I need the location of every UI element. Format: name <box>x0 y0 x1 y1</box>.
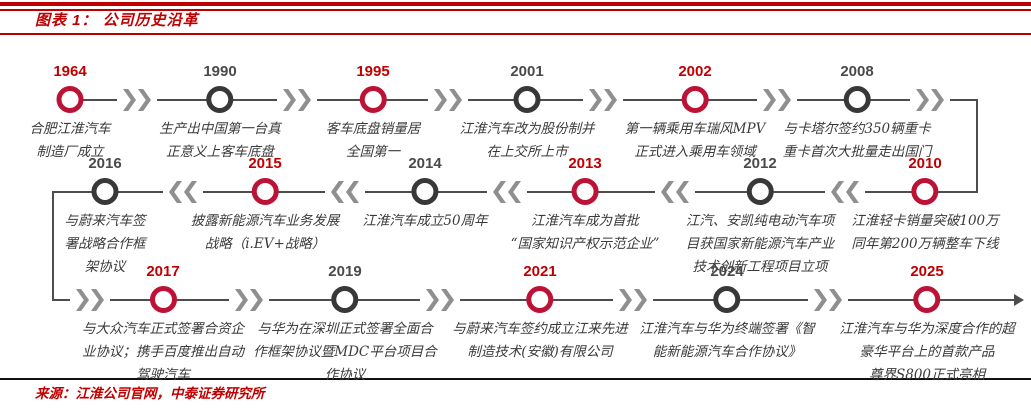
double-chevron-right-icon <box>583 87 623 113</box>
milestone-dot-icon <box>513 86 541 113</box>
event-year: 2010 <box>908 155 942 172</box>
footer-rule <box>0 378 1031 380</box>
event-2014: 2014 江淮汽车成立50周年 <box>362 154 487 233</box>
event-1990: 1990 生产出中国第一台真 正意义上客车底盘 <box>159 62 281 164</box>
double-chevron-right-icon <box>757 87 797 113</box>
event-desc: 与大众汽车正式签署合资企 业协议；携手百度推出自动 驾驶汽车 <box>82 321 244 383</box>
top-rule-thin <box>0 9 1031 11</box>
milestone-dot-icon <box>149 286 177 313</box>
milestone-dot-icon <box>331 286 359 313</box>
event-2008: 2008 与卡塔尔签约350辆重卡 重卡首次大批量走出国门 <box>783 62 932 164</box>
timeline-end-arrow-icon <box>1014 294 1024 306</box>
milestone-dot-icon <box>526 286 554 313</box>
event-desc: 与蔚来汽车签约成立江来先进 制造技术(安徽)有限公司 <box>452 321 628 360</box>
milestone-dot-icon <box>56 86 84 113</box>
milestone-dot-icon <box>913 286 941 313</box>
milestone-dot-icon <box>251 178 279 205</box>
event-2024: 2024 江淮汽车与华为终端签署《智 能新能源汽车合作协议》 <box>639 262 815 364</box>
source-note: 来源：江淮公司官网，中泰证券研究所 <box>35 386 265 401</box>
event-2015: 2015 披露新能源汽车业务发展 战略（i.EV+战略） <box>191 154 340 256</box>
double-chevron-right-icon <box>229 287 269 313</box>
milestone-dot-icon <box>206 86 234 113</box>
connector-left-vertical <box>52 192 54 301</box>
event-year: 2001 <box>510 63 544 80</box>
double-chevron-right-icon <box>613 287 653 313</box>
event-2010: 2010 江淮轻卡销量突破100万 同年第200万辆整车下线 <box>851 154 998 256</box>
event-year: 2002 <box>678 63 712 80</box>
double-chevron-right-icon <box>117 87 157 113</box>
event-desc: 江淮汽车改为股份制并 在上交所上市 <box>459 121 595 160</box>
milestone-dot-icon <box>746 178 774 205</box>
event-year: 2014 <box>408 155 442 172</box>
event-desc: 第一辆乘用车瑞风MPV 正式进入乘用车领域 <box>624 121 766 160</box>
milestone-dot-icon <box>91 178 119 205</box>
title-underline-rule <box>0 33 1031 35</box>
event-2012: 2012 江汽、安凯纯电动汽车项 目获国家新能源汽车产业 技术创新工程项目立项 <box>686 154 835 279</box>
event-2016: 2016 与蔚来汽车签 署战略合作框 架协议 <box>65 154 146 279</box>
event-2021: 2021 与蔚来汽车签约成立江来先进 制造技术(安徽)有限公司 <box>452 262 628 364</box>
event-desc: 与华为在深圳正式签署全面合 作框架协议暨MDC平台项目合 作协议 <box>253 321 437 383</box>
connector-right-vertical <box>976 100 978 193</box>
event-desc: 生产出中国第一台真 正意义上客车底盘 <box>159 121 281 160</box>
double-chevron-right-icon <box>910 87 950 113</box>
event-2002: 2002 第一辆乘用车瑞风MPV 正式进入乘用车领域 <box>625 62 766 164</box>
milestone-dot-icon <box>843 86 871 113</box>
event-2001: 2001 江淮汽车改为股份制并 在上交所上市 <box>460 62 595 164</box>
event-year: 2021 <box>523 263 557 280</box>
double-chevron-right-icon <box>808 287 848 313</box>
event-year: 2024 <box>710 263 744 280</box>
event-desc: 与蔚来汽车签 署战略合作框 架协议 <box>64 213 146 275</box>
event-year: 2013 <box>568 155 602 172</box>
event-year: 2025 <box>910 263 944 280</box>
event-desc: 江汽、安凯纯电动汽车项 目获国家新能源汽车产业 技术创新工程项目立项 <box>685 213 835 275</box>
event-desc: 江淮汽车成立50周年 <box>362 213 488 229</box>
top-rule-thick <box>0 2 1031 6</box>
double-chevron-right-icon <box>420 287 460 313</box>
milestone-dot-icon <box>359 86 387 113</box>
event-year: 2019 <box>328 263 362 280</box>
event-year: 2008 <box>840 63 874 80</box>
figure-title: 图表 1： 公司历史沿革 <box>35 12 199 29</box>
double-chevron-right-icon <box>277 87 317 113</box>
event-desc: 江淮汽车成为首批 “国家知识产权示范企业” <box>510 213 660 252</box>
milestone-dot-icon <box>571 178 599 205</box>
event-year: 1964 <box>53 63 87 80</box>
milestone-dot-icon <box>713 286 741 313</box>
event-desc: 江淮汽车与华为深度合作的超 豪华平台上的首款产品 尊界S800正式亮相 <box>839 321 1015 383</box>
event-2013: 2013 江淮汽车成为首批 “国家知识产权示范企业” <box>511 154 660 256</box>
event-desc: 江淮汽车与华为终端签署《智 能新能源汽车合作协议》 <box>639 321 815 360</box>
event-year: 2017 <box>146 263 180 280</box>
event-year: 2012 <box>743 155 777 172</box>
milestone-dot-icon <box>911 178 939 205</box>
event-2017: 2017 与大众汽车正式签署合资企 业协议；携手百度推出自动 驾驶汽车 <box>82 262 244 387</box>
double-chevron-right-icon <box>70 287 110 313</box>
event-desc: 合肥江淮汽车 制造厂成立 <box>29 121 111 160</box>
event-1995: 1995 客车底盘销量居 全国第一 <box>326 62 421 164</box>
event-desc: 客车底盘销量居 全国第一 <box>325 121 421 160</box>
event-year: 2016 <box>88 155 122 172</box>
event-year: 1990 <box>203 63 237 80</box>
event-year: 1995 <box>356 63 390 80</box>
double-chevron-right-icon <box>428 87 468 113</box>
event-1964: 1964 合肥江淮汽车 制造厂成立 <box>30 62 111 164</box>
event-desc: 与卡塔尔签约350辆重卡 重卡首次大批量走出国门 <box>782 121 932 160</box>
milestone-dot-icon <box>681 86 709 113</box>
event-year: 2015 <box>248 155 282 172</box>
milestone-dot-icon <box>411 178 439 205</box>
event-desc: 江淮轻卡销量突破100万 同年第200万辆整车下线 <box>851 213 999 252</box>
event-2019: 2019 与华为在深圳正式签署全面合 作框架协议暨MDC平台项目合 作协议 <box>253 262 436 387</box>
event-desc: 披露新能源汽车业务发展 战略（i.EV+战略） <box>190 213 340 252</box>
event-2025: 2025 江淮汽车与华为深度合作的超 豪华平台上的首款产品 尊界S800正式亮相 <box>839 262 1015 387</box>
